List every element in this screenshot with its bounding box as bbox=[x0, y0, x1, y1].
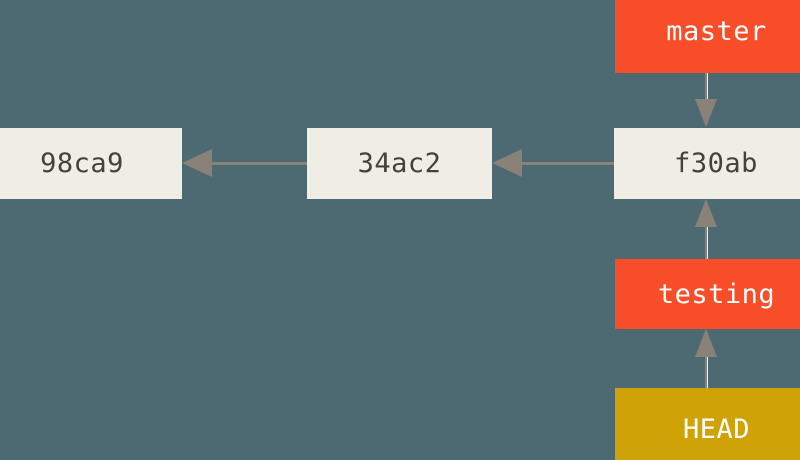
commit-label: f30ab bbox=[674, 148, 758, 179]
head-pointer-node: HEAD bbox=[615, 388, 800, 460]
arrow-shaft bbox=[212, 162, 307, 165]
arrowhead-left-icon bbox=[492, 149, 522, 177]
branch-label: master bbox=[666, 16, 767, 47]
arrowhead-up-icon bbox=[695, 199, 717, 227]
arrow-shaft bbox=[705, 226, 708, 259]
arrowhead-down-icon bbox=[695, 99, 717, 127]
commit-node-34ac2: 34ac2 bbox=[307, 128, 492, 199]
commit-node-98ca9: 98ca9 bbox=[0, 128, 182, 199]
branch-label: testing bbox=[657, 278, 776, 310]
arrow-shaft bbox=[522, 162, 614, 165]
head-label: HEAD bbox=[682, 413, 751, 445]
arrow-shaft bbox=[705, 356, 708, 388]
arrow-shaft bbox=[705, 73, 708, 100]
arrowhead-up-icon bbox=[695, 329, 717, 357]
arrowhead-left-icon bbox=[182, 149, 212, 177]
arrow-shaft-highlight bbox=[707, 73, 708, 120]
arrow-shaft-highlight bbox=[707, 212, 708, 259]
commit-label: 98ca9 bbox=[40, 148, 124, 179]
arrow-shaft-highlight bbox=[707, 342, 708, 388]
commit-label: 34ac2 bbox=[357, 148, 442, 179]
branch-node-testing: testing bbox=[615, 259, 800, 329]
branch-node-master: master bbox=[615, 0, 800, 73]
commit-node-f30ab: f30ab bbox=[614, 128, 800, 199]
